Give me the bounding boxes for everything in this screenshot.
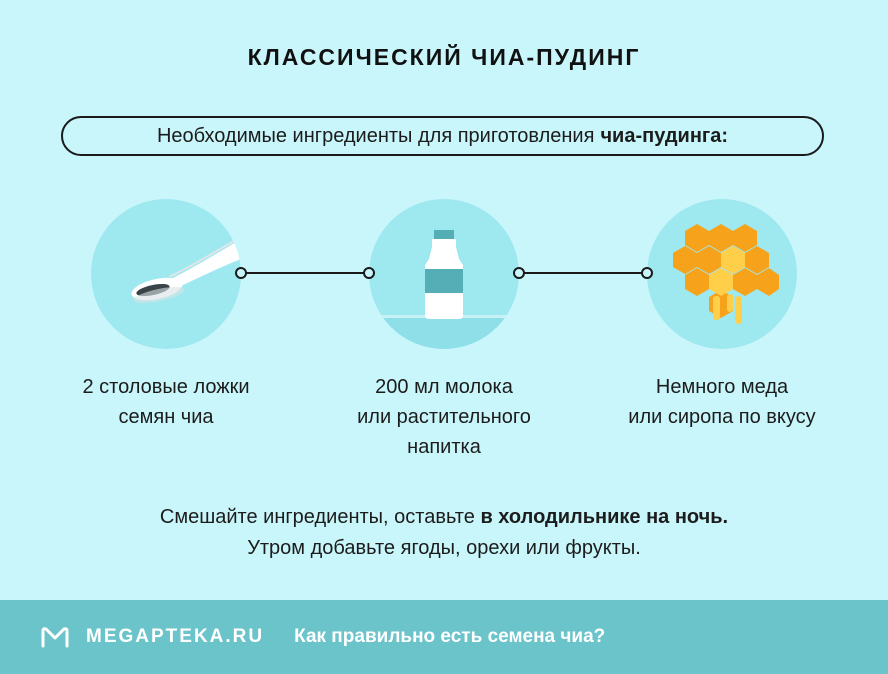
ingredient-label-honey: Немного меда или сиропа по вкусу: [628, 376, 816, 428]
connector-dot: [363, 267, 375, 279]
intro-bold-text: чиа-пудинга:: [600, 124, 729, 147]
connector-line: [522, 272, 644, 274]
ingredients-intro-banner: Необходимые ингредиенты для приготовлени…: [61, 116, 824, 156]
bottle-icon: [369, 230, 519, 349]
footer-subtitle: Как правильно есть семена чиа?: [294, 626, 606, 647]
brand-name[interactable]: MEGAPTEKA.RU: [86, 626, 265, 647]
connector-dot: [513, 267, 525, 279]
connector-dot: [235, 267, 247, 279]
page-title: КЛАССИЧЕСКИЙ ЧИА-ПУДИНГ: [247, 44, 641, 70]
megapteka-logo-icon: [41, 627, 69, 648]
intro-text: Необходимые ингредиенты для приготовлени…: [156, 124, 595, 147]
connector-line: [244, 272, 366, 274]
connector-dot: [641, 267, 653, 279]
bottle-circle: [369, 199, 519, 349]
ingredient-label-milk: 200 мл молока или растительного напитка: [357, 376, 531, 458]
honey-circle: [647, 199, 797, 349]
spoon-icon: [131, 236, 241, 303]
honeycomb-icon: [673, 224, 779, 324]
ingredient-label-chia: 2 столовые ложки семян чиа: [82, 376, 250, 428]
footer: MEGAPTEKA.RU Как правильно есть семена ч…: [0, 600, 888, 674]
instructions-line-2: Утром добавьте ягоды, орехи или фрукты.: [247, 537, 641, 559]
instructions: Смешайте ингредиенты, оставьте в холодил…: [0, 502, 888, 564]
instructions-line-1: Смешайте ингредиенты, оставьте в холодил…: [159, 506, 729, 528]
spoon-circle: [91, 199, 241, 349]
